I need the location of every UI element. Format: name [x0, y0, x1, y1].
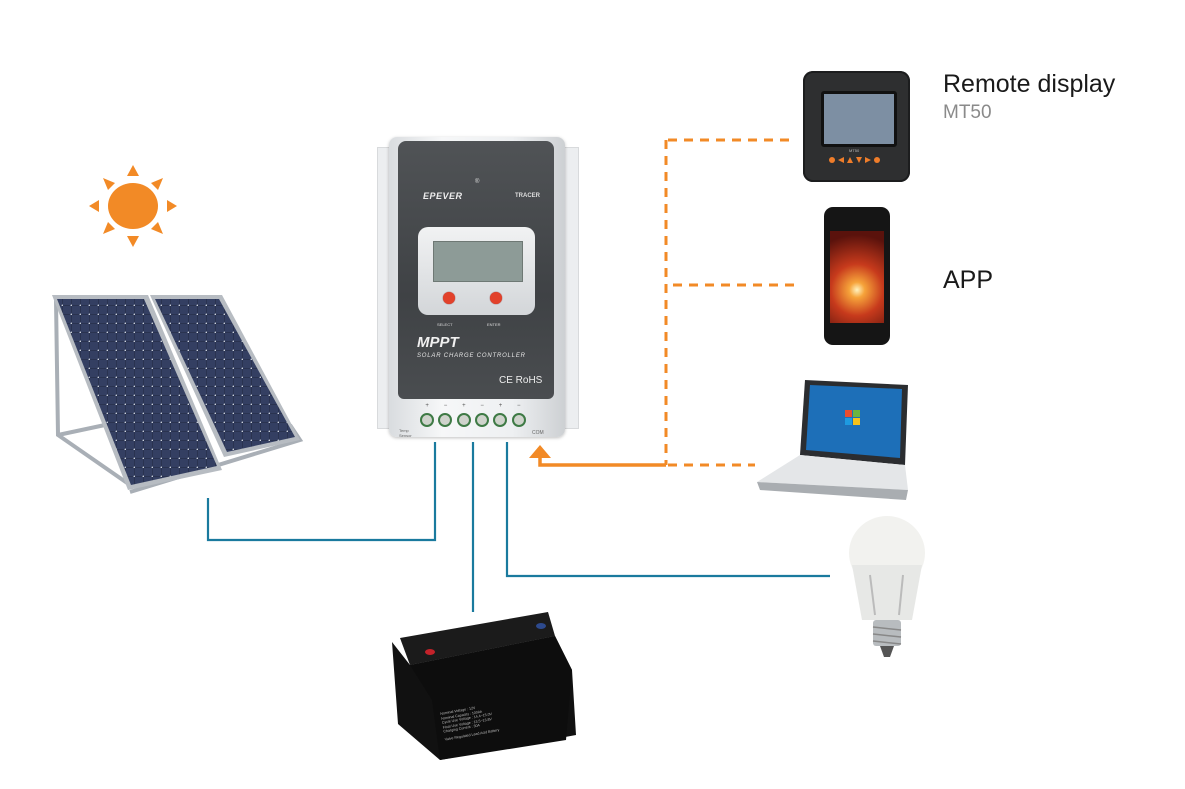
temp-sensor-label-line: Sensor: [399, 433, 412, 438]
remote-enter-key[interactable]: [874, 157, 880, 163]
select-button[interactable]: [443, 292, 455, 304]
remote-display-device: MT50: [803, 71, 910, 182]
remote-esc-key[interactable]: [829, 157, 835, 163]
series-label: TRACER: [515, 193, 540, 199]
terminal-block: + − + − + −: [418, 403, 528, 429]
model-subtitle: SOLAR CHARGE CONTROLLER: [417, 353, 526, 359]
comm-solid-line: [538, 455, 666, 467]
remote-display-screen: [821, 91, 897, 147]
enter-button[interactable]: [490, 292, 502, 304]
remote-down-key[interactable]: [856, 157, 862, 163]
temp-sensor-label-line: Temp: [399, 428, 409, 433]
smartphone-screen: [830, 231, 884, 323]
charge-controller: EPEVER ® TRACER SELECT ENTER MPPT SOLAR …: [377, 137, 579, 442]
terminal-sign: +: [462, 403, 466, 409]
terminal-sign: +: [425, 403, 429, 409]
com-port-label: COM: [532, 430, 544, 436]
comm-arrow-head: [529, 445, 551, 458]
load-power-line: [505, 442, 830, 578]
battery-positive-terminal[interactable]: [456, 413, 471, 427]
pv-negative-terminal[interactable]: [438, 413, 453, 427]
remote-left-key[interactable]: [838, 157, 844, 163]
remote-display-title: Remote display: [943, 70, 1116, 98]
model-title: MPPT: [417, 334, 459, 351]
terminal-sign: −: [480, 403, 484, 409]
registered-mark: ®: [475, 179, 480, 185]
lcd-screen: [433, 241, 523, 282]
remote-right-key[interactable]: [865, 157, 871, 163]
load-positive-terminal[interactable]: [493, 413, 508, 427]
select-label: SELECT: [437, 322, 453, 327]
app-label: APP: [943, 266, 994, 294]
enter-label: ENTER: [487, 322, 501, 327]
temp-sensor-label: Temp Sensor: [399, 428, 412, 438]
pv-positive-terminal[interactable]: [420, 413, 435, 427]
terminal-sign: −: [517, 403, 521, 409]
smartphone-device: [824, 207, 890, 345]
cert-marks: CE RoHS: [499, 375, 543, 386]
pv-power-line: [206, 442, 437, 542]
remote-up-key[interactable]: [847, 157, 853, 163]
remote-display-subtitle: MT50: [943, 102, 992, 123]
terminal-sign: −: [443, 403, 448, 409]
brand-logo: EPEVER: [423, 191, 463, 201]
remote-display-keypad: [829, 157, 880, 163]
remote-display-model-label: MT50: [849, 148, 860, 153]
battery-negative-terminal[interactable]: [475, 413, 490, 427]
load-negative-terminal[interactable]: [511, 413, 526, 427]
terminal-sign: +: [498, 403, 503, 409]
